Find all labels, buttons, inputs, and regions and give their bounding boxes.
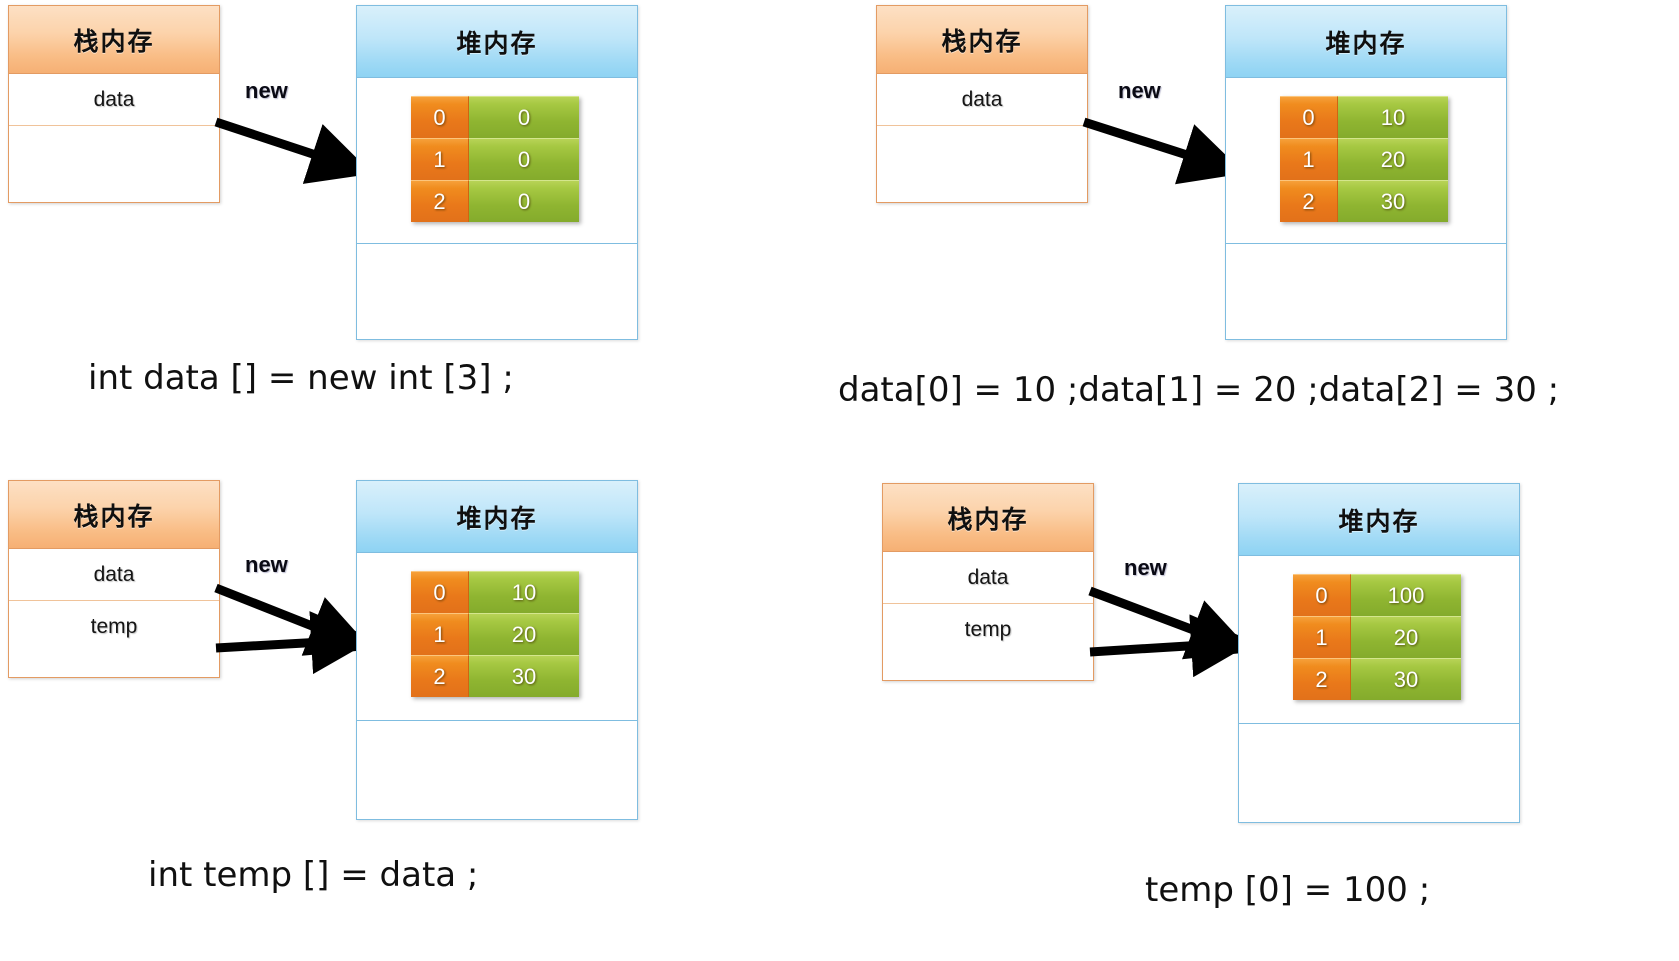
heap-footer <box>1226 244 1506 339</box>
array-row: 1 20 <box>411 613 579 655</box>
heap-footer <box>357 244 637 339</box>
panel-caption: int temp [] = data ; <box>148 855 479 895</box>
heap-memory-title: 堆内存 <box>1239 484 1519 556</box>
array-value-cell: 30 <box>1338 180 1448 222</box>
heap-body: 0 10 1 20 2 30 <box>1226 78 1506 244</box>
array-row: 2 30 <box>1293 658 1461 700</box>
panel-caption: int data [] = new int [3] ; <box>88 358 514 398</box>
heap-body: 0 10 1 20 2 30 <box>357 553 637 721</box>
array-object: 0 100 1 20 2 30 <box>1293 574 1461 700</box>
heap-memory-box: 堆内存 0 100 1 20 2 30 <box>1238 483 1520 823</box>
heap-memory-title: 堆内存 <box>357 6 637 78</box>
array-row: 0 10 <box>1280 96 1448 138</box>
array-value-cell: 10 <box>469 571 579 613</box>
reference-arrow <box>1082 117 1245 185</box>
stack-memory-title: 栈内存 <box>877 6 1087 74</box>
array-row: 1 20 <box>1293 616 1461 658</box>
stack-slot-temp: temp <box>9 601 219 653</box>
reference-arrow-group <box>1088 586 1255 678</box>
array-value-cell: 30 <box>1351 658 1461 700</box>
heap-memory-box: 堆内存 0 10 1 20 2 30 <box>356 480 638 820</box>
array-object: 0 0 1 0 2 0 <box>411 96 579 222</box>
array-index-cell: 0 <box>1280 96 1338 138</box>
array-object: 0 10 1 20 2 30 <box>1280 96 1448 222</box>
stack-memory-box: 堆内存 栈内存 data <box>876 5 1088 203</box>
array-index-cell: 1 <box>1280 138 1338 180</box>
array-value-cell: 0 <box>469 96 579 138</box>
array-index-cell: 1 <box>411 138 469 180</box>
array-row: 1 0 <box>411 138 579 180</box>
heap-body: 0 100 1 20 2 30 <box>1239 556 1519 724</box>
array-index-cell: 0 <box>411 96 469 138</box>
heap-memory-box: 堆内存 0 0 1 0 2 0 <box>356 5 638 340</box>
panel-array-assignment: 堆内存 栈内存 data new 堆内存 0 10 1 20 <box>838 0 1679 430</box>
stack-memory-box: 栈内存 data temp <box>882 483 1094 681</box>
array-value-cell: 30 <box>469 655 579 697</box>
heap-body: 0 0 1 0 2 0 <box>357 78 637 244</box>
array-value-cell: 100 <box>1351 574 1461 616</box>
heap-memory-box: 堆内存 0 10 1 20 2 30 <box>1225 5 1507 340</box>
array-row: 2 30 <box>411 655 579 697</box>
array-row: 0 100 <box>1293 574 1461 616</box>
stack-slot-temp: temp <box>883 604 1093 656</box>
array-index-cell: 2 <box>411 180 469 222</box>
array-value-cell: 0 <box>469 138 579 180</box>
new-label: new <box>1118 78 1161 103</box>
array-index-cell: 1 <box>411 613 469 655</box>
array-value-cell: 0 <box>469 180 579 222</box>
array-value-cell: 10 <box>1338 96 1448 138</box>
heap-footer <box>1239 724 1519 822</box>
stack-memory-title: 栈内存 <box>883 484 1093 552</box>
array-index-cell: 2 <box>1293 658 1351 700</box>
panel-caption: temp [0] = 100 ; <box>1145 870 1431 910</box>
array-row: 0 0 <box>411 96 579 138</box>
heap-memory-title: 堆内存 <box>1226 6 1506 78</box>
stack-memory-box: 栈内存 data temp <box>8 480 220 678</box>
array-row: 1 20 <box>1280 138 1448 180</box>
stack-slot-data: data <box>877 74 1087 126</box>
array-index-cell: 0 <box>411 571 469 613</box>
array-object: 0 10 1 20 2 30 <box>411 571 579 697</box>
stack-slot-data: data <box>9 74 219 126</box>
new-label: new <box>245 78 288 103</box>
array-value-cell: 20 <box>469 613 579 655</box>
stack-slot-empty <box>877 126 1087 178</box>
stack-memory-title: 栈内存 <box>9 481 219 549</box>
array-index-cell: 1 <box>1293 616 1351 658</box>
array-row: 0 10 <box>411 571 579 613</box>
stack-slot-data: data <box>9 549 219 601</box>
stack-slot-empty <box>9 126 219 178</box>
panel-array-allocation: 栈内存 data new 堆内存 0 0 1 0 <box>0 0 820 430</box>
panel-caption: data[0] = 10 ;data[1] = 20 ;data[2] = 30… <box>838 370 1560 410</box>
array-index-cell: 2 <box>411 655 469 697</box>
panel-array-reference-copy: 栈内存 data temp new 堆内存 0 10 1 20 <box>0 470 820 900</box>
stack-memory-title: 栈内存 <box>9 6 219 74</box>
array-row: 2 30 <box>1280 180 1448 222</box>
array-value-cell: 20 <box>1351 616 1461 658</box>
array-index-cell: 2 <box>1280 180 1338 222</box>
new-label: new <box>245 552 288 577</box>
new-label: new <box>1124 555 1167 580</box>
stack-slot-data: data <box>883 552 1093 604</box>
heap-footer <box>357 721 637 819</box>
stack-memory-box: 栈内存 data <box>8 5 220 203</box>
reference-arrow-group <box>214 583 375 675</box>
panel-array-mutation: 栈内存 data temp new 堆内存 0 100 1 20 <box>860 470 1679 910</box>
reference-arrow <box>214 117 373 184</box>
array-row: 2 0 <box>411 180 579 222</box>
array-index-cell: 0 <box>1293 574 1351 616</box>
array-value-cell: 20 <box>1338 138 1448 180</box>
heap-memory-title: 堆内存 <box>357 481 637 553</box>
